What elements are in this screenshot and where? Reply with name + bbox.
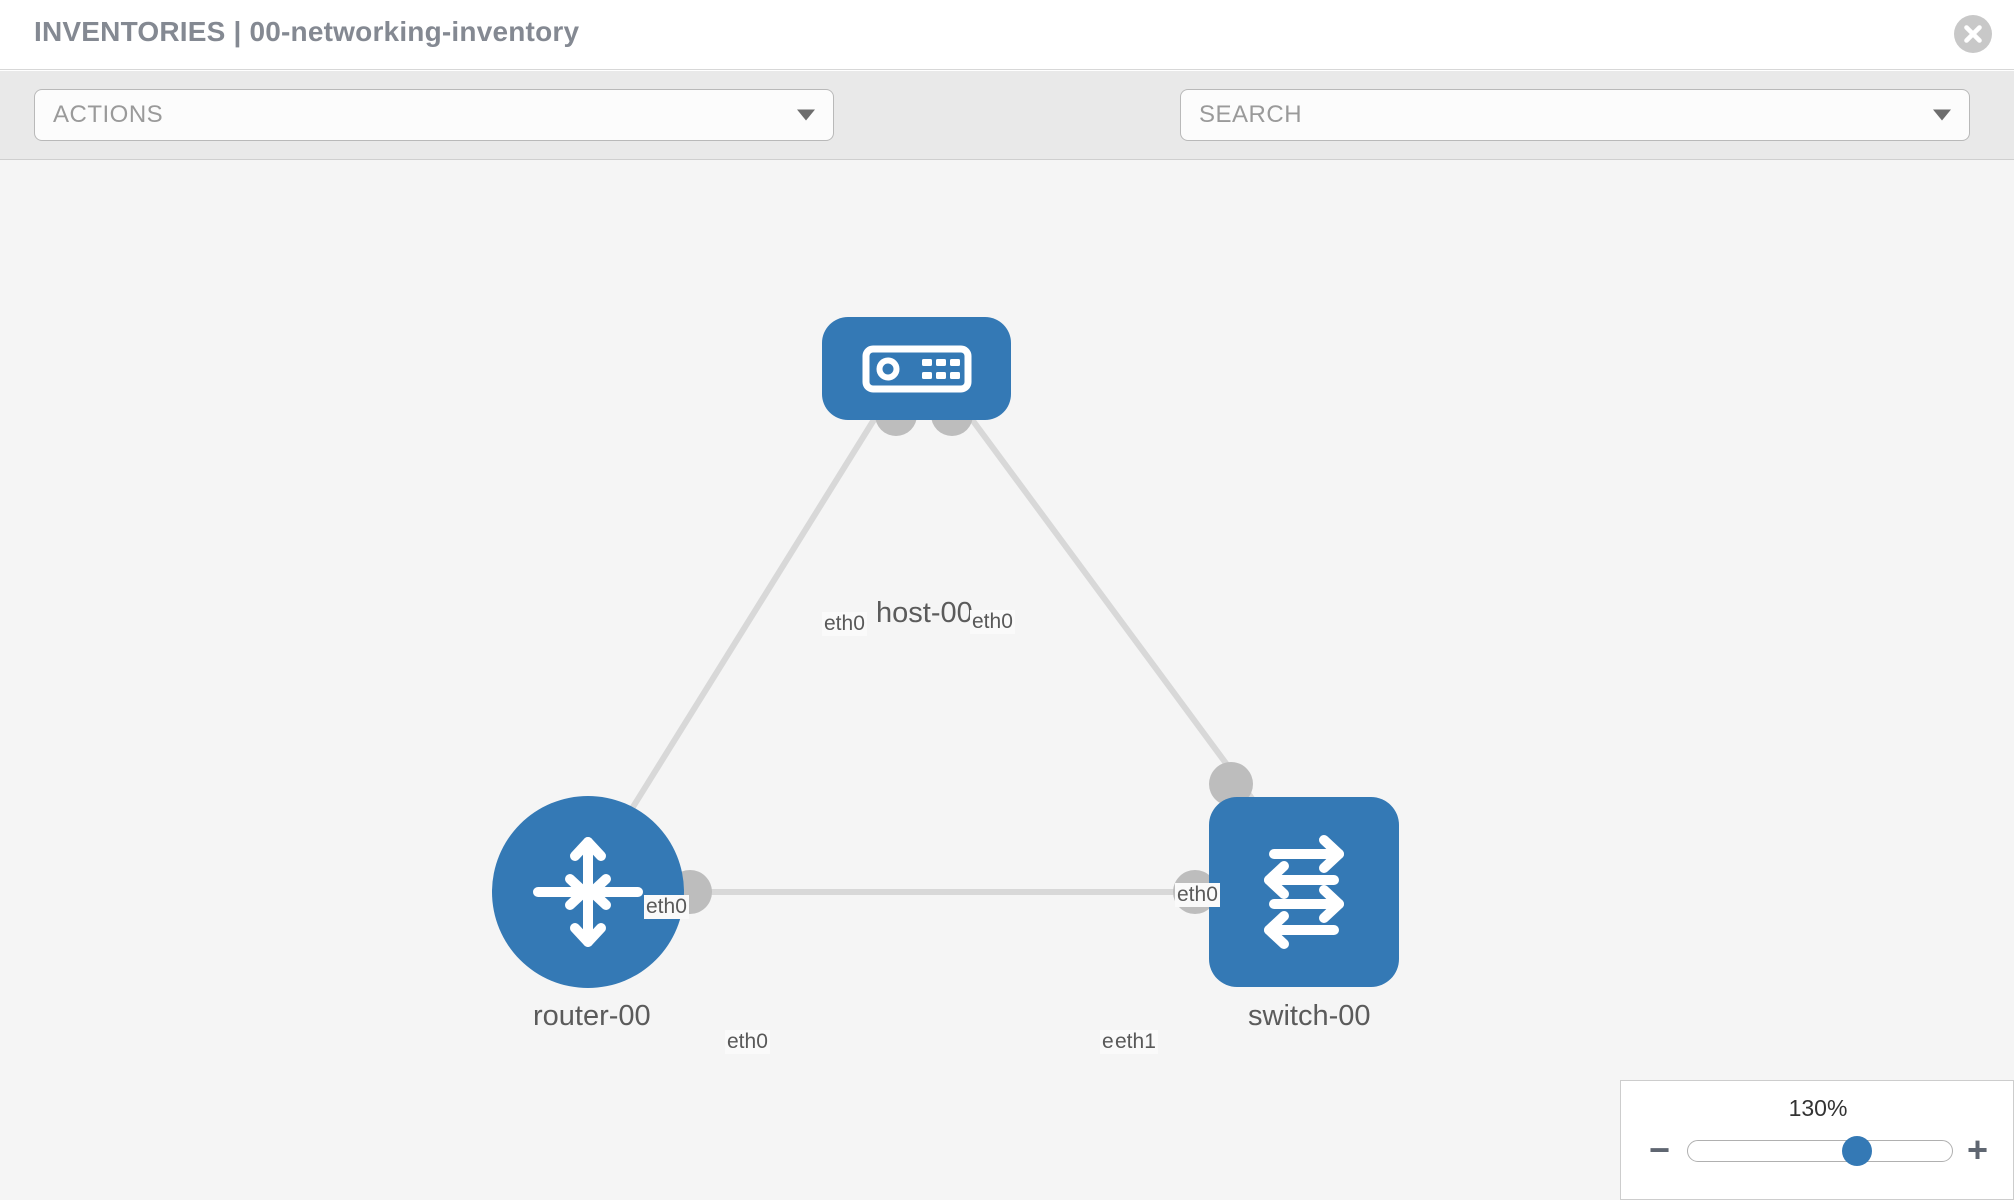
page-header: INVENTORIES | 00-networking-inventory (0, 0, 2014, 70)
switch-arrows-icon (1264, 835, 1344, 949)
interface-label-host-right: eth0 (970, 610, 1015, 634)
router-arrows-icon (533, 837, 643, 947)
zoom-control-panel: 130% − + (1620, 1080, 2014, 1200)
interface-label-switch-left: eth1 (1113, 1030, 1158, 1054)
interface-label-router-uplink: eth0 (644, 895, 689, 919)
zoom-level-value: 130% (1788, 1095, 1848, 1121)
server-icon (862, 345, 971, 392)
connector-group (668, 394, 1253, 914)
search-input[interactable]: SEARCH (1180, 89, 1970, 141)
toolbar: ACTIONS SEARCH (0, 71, 2014, 201)
zoom-out-button[interactable]: − (1649, 1129, 1671, 1170)
node-host-00[interactable] (822, 317, 1011, 420)
node-label-host-00: host-00 (873, 597, 976, 630)
actions-dropdown[interactable]: ACTIONS (34, 89, 834, 141)
edge-host-router (597, 408, 883, 862)
node-label-router-00: router-00 (530, 1000, 654, 1033)
interface-label-host-left: eth0 (822, 612, 867, 636)
edge-group (597, 408, 1293, 895)
actions-placeholder: ACTIONS (53, 101, 164, 128)
connector-switch-top (1209, 762, 1253, 806)
zoom-slider-thumb[interactable] (1841, 1136, 1872, 1166)
zoom-slider-track[interactable] (1687, 1136, 1953, 1166)
topology-canvas[interactable]: host-00 router-00 switch-00 eth0 eth0 et… (0, 160, 2014, 1200)
interface-label-switch-uplink: eth0 (1175, 883, 1220, 907)
interface-label-router-right: eth0 (725, 1030, 770, 1054)
chevron-down-icon (1933, 109, 1951, 121)
chevron-down-icon (797, 109, 815, 121)
page-title: INVENTORIES | 00-networking-inventory (34, 16, 580, 47)
close-icon[interactable] (1954, 15, 1992, 53)
node-label-switch-00: switch-00 (1245, 1000, 1374, 1033)
zoom-slider-row: − + (1621, 1131, 2014, 1171)
node-switch-00[interactable] (1209, 797, 1399, 987)
search-placeholder: SEARCH (1199, 101, 1303, 128)
topology-edges (597, 394, 1293, 914)
node-router-00[interactable] (492, 796, 684, 988)
zoom-in-button[interactable]: + (1967, 1129, 1989, 1170)
